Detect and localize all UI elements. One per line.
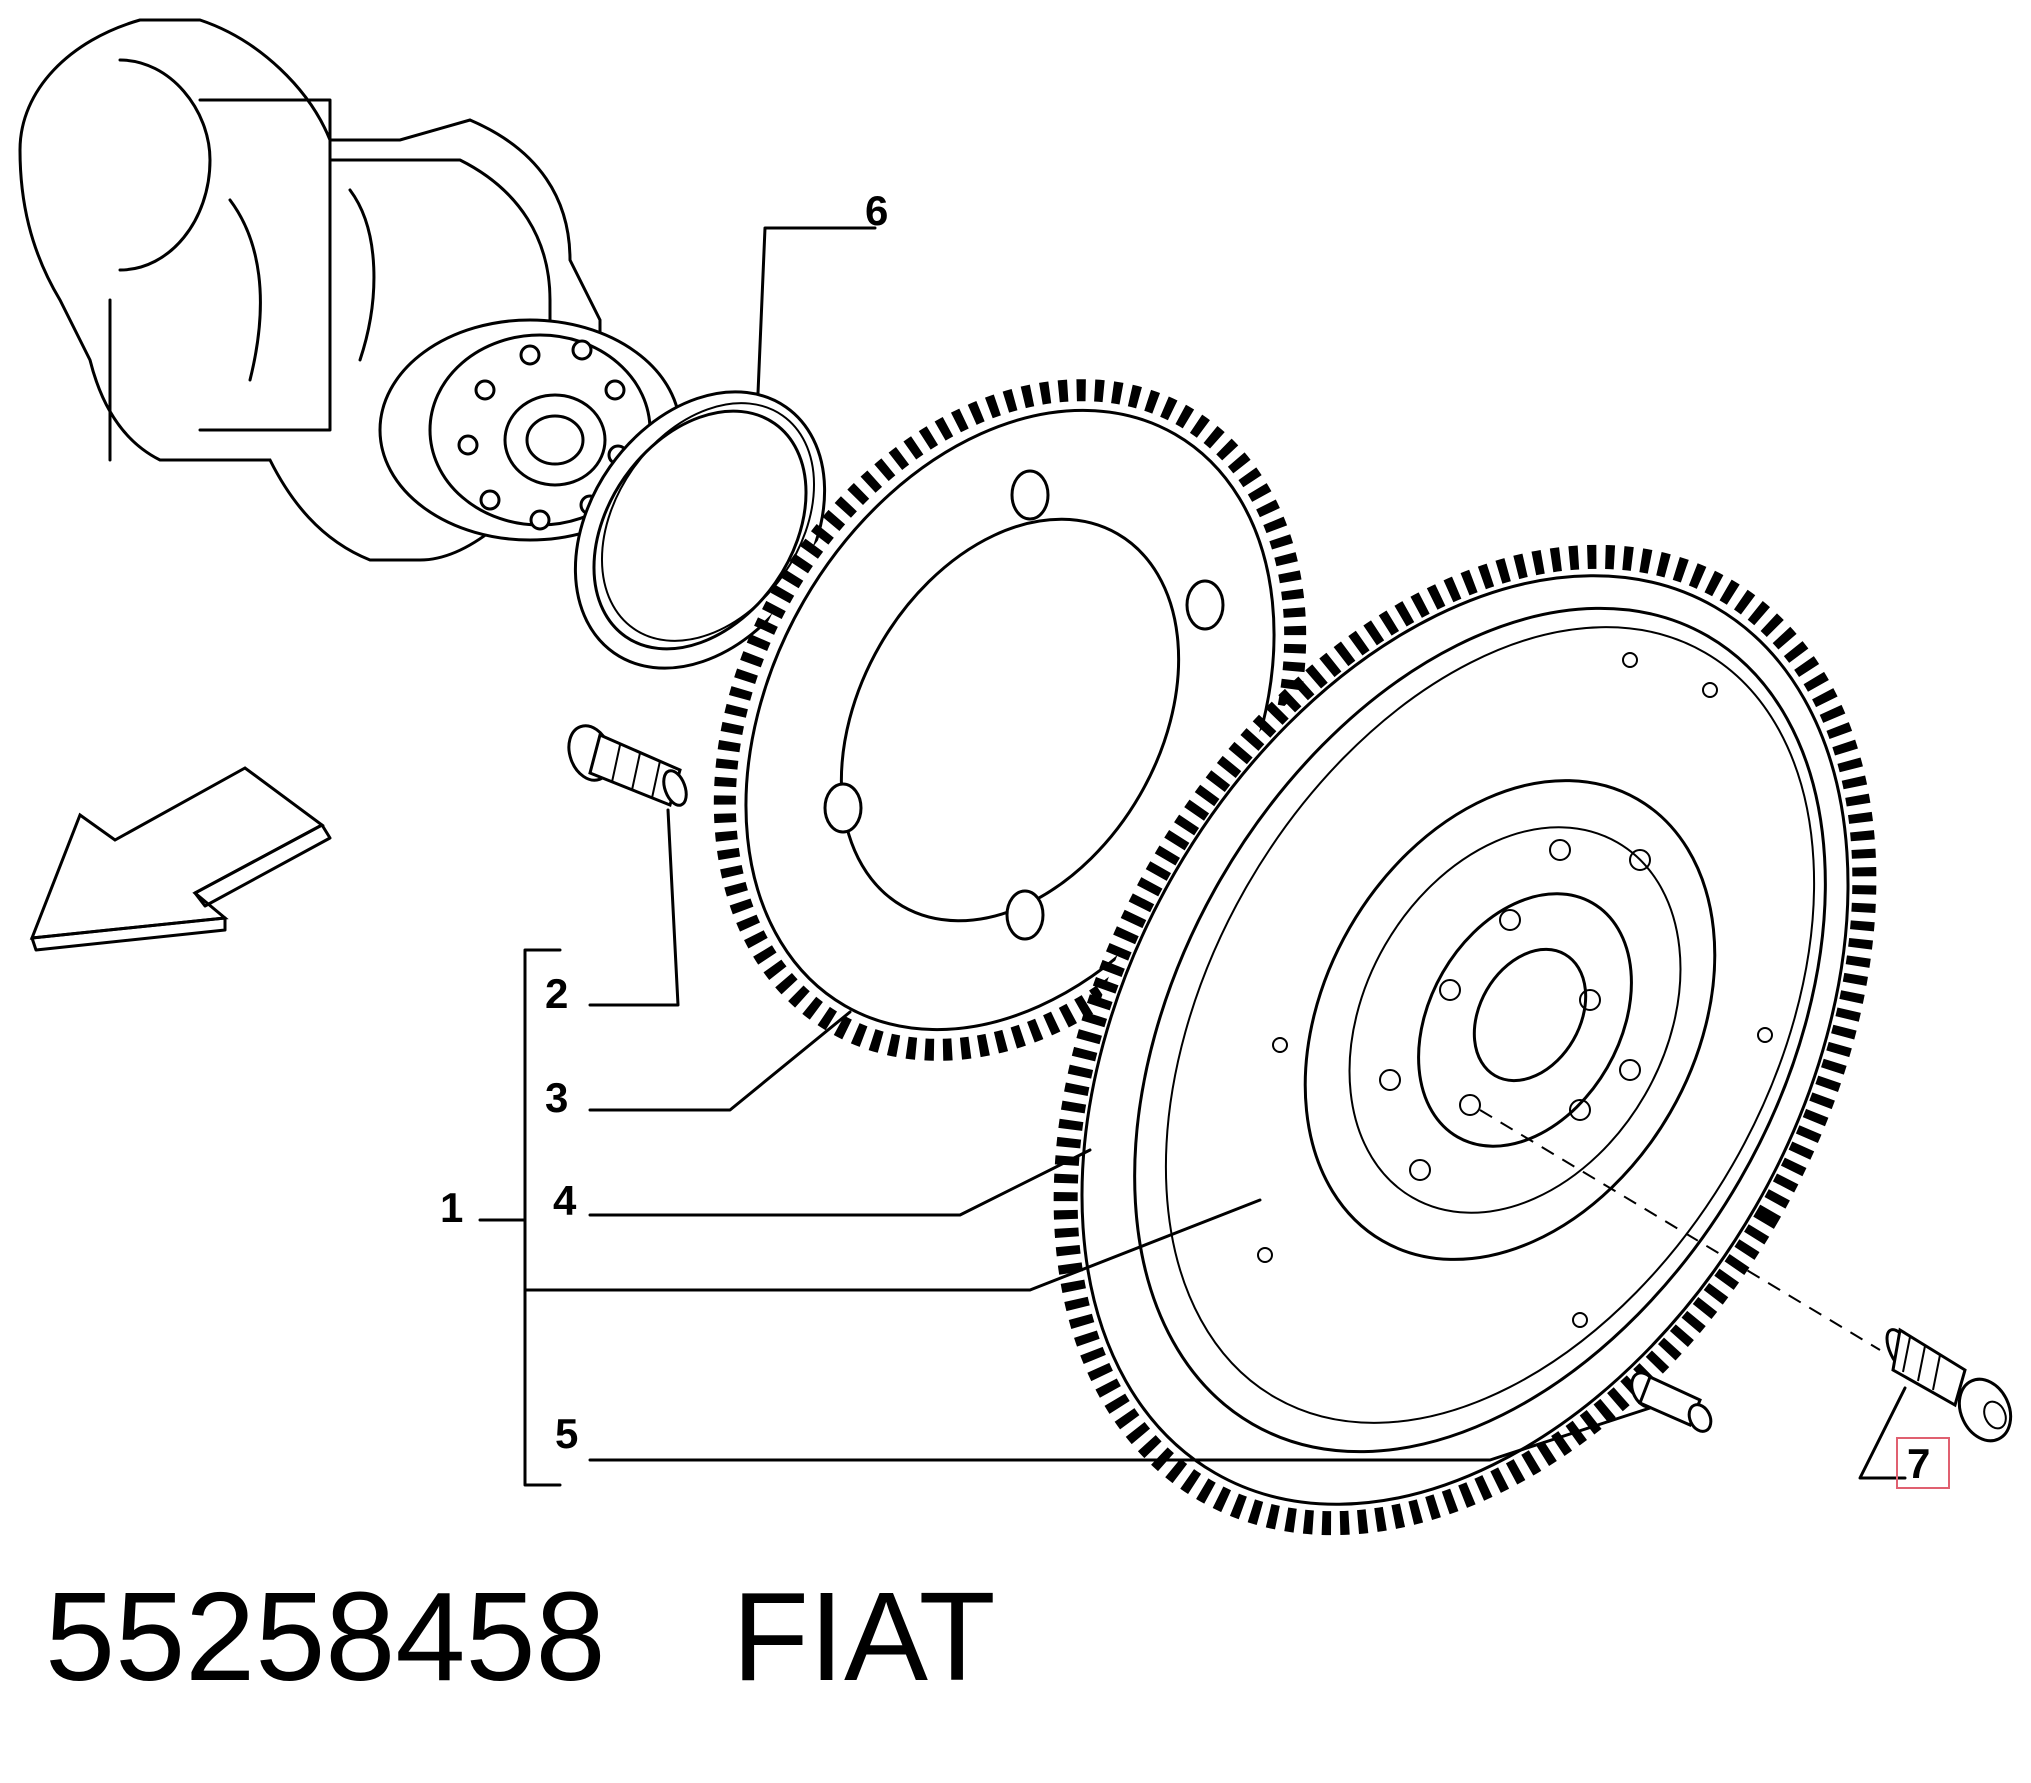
- leader-lines: [478, 226, 1907, 1487]
- bolt-7: [1885, 1327, 2013, 1443]
- callout-6: 6: [865, 187, 888, 234]
- callout-4: 4: [553, 1177, 577, 1224]
- brand-name: FIAT: [732, 1566, 996, 1707]
- flywheel: [1053, 544, 1881, 1536]
- callout-5: 5: [555, 1410, 578, 1457]
- dowel-pin-5: [1630, 1371, 1713, 1433]
- bolt-2: [567, 724, 688, 808]
- callout-1: 1: [440, 1184, 463, 1231]
- callout-3: 3: [545, 1074, 568, 1121]
- seal-ring: [573, 390, 827, 670]
- crankshaft-illustration: [18, 18, 682, 562]
- callout-7: 7: [1907, 1440, 1930, 1487]
- part-number: 55258458: [45, 1566, 606, 1707]
- callout-7-highlight-box: [1896, 1437, 1950, 1489]
- direction-arrow: [29, 766, 325, 940]
- callout-2: 2: [545, 970, 568, 1017]
